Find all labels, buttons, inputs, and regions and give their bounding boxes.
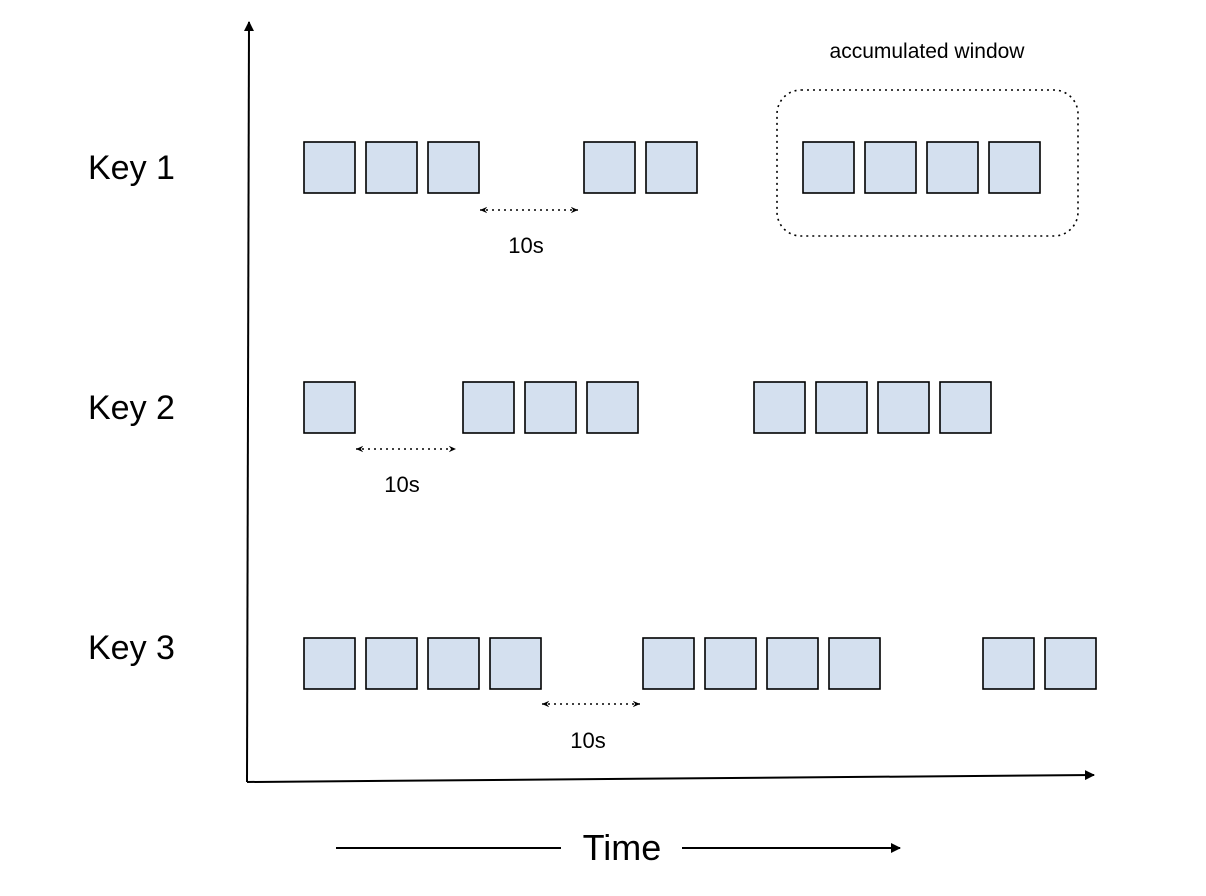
event-box-key-3-group-1-item-4 (489, 637, 542, 690)
event-box-key-3-group-2-item-4 (828, 637, 881, 690)
row-label-key-2: Key 2 (88, 389, 175, 427)
event-box-key-2-group-2-item-2 (524, 381, 577, 434)
event-box-key-2-group-3-item-2 (815, 381, 868, 434)
gap-label-key-2: 10s (384, 472, 419, 497)
event-box-key-1-group-1-item-3 (427, 141, 480, 194)
event-box-key-2-group-3-item-3 (877, 381, 930, 434)
event-box-key-1-group-2-item-1 (583, 141, 636, 194)
gap-label-key-1: 10s (508, 233, 543, 258)
row-label-key-3: Key 3 (88, 629, 175, 667)
event-box-key-3-group-1-item-3 (427, 637, 480, 690)
accumulated-window-label: accumulated window (830, 40, 1026, 63)
event-box-key-1-group-1-item-1 (303, 141, 356, 194)
event-box-key-3-group-2-item-3 (766, 637, 819, 690)
time-axis-title: Time (583, 827, 662, 868)
event-box-key-1-group-2-item-2 (645, 141, 698, 194)
event-box-key-1-group-3-item-2 (864, 141, 917, 194)
x-axis (246, 770, 1095, 783)
row-label-key-1: Key 1 (88, 149, 175, 187)
accumulated-window-frame (776, 89, 1079, 237)
event-box-key-3-group-3-item-2 (1044, 637, 1097, 690)
event-box-key-2-group-2-item-3 (586, 381, 639, 434)
event-box-key-1-group-3-item-1 (802, 141, 855, 194)
event-box-key-2-group-2-item-1 (462, 381, 515, 434)
event-box-key-3-group-2-item-1 (642, 637, 695, 690)
gap-label-key-3: 10s (570, 728, 605, 753)
event-box-key-3-group-1-item-2 (365, 637, 418, 690)
event-box-key-2-group-3-item-4 (939, 381, 992, 434)
event-box-key-3-group-2-item-2 (704, 637, 757, 690)
event-box-key-3-group-1-item-1 (303, 637, 356, 690)
event-box-key-2-group-3-item-1 (753, 381, 806, 434)
event-box-key-1-group-3-item-3 (926, 141, 979, 194)
y-axis (243, 21, 254, 783)
event-box-key-2-group-1-item-1 (303, 381, 356, 434)
event-box-key-1-group-1-item-2 (365, 141, 418, 194)
event-boxes (303, 141, 1097, 690)
event-box-key-3-group-3-item-1 (982, 637, 1035, 690)
event-box-key-1-group-3-item-4 (988, 141, 1041, 194)
